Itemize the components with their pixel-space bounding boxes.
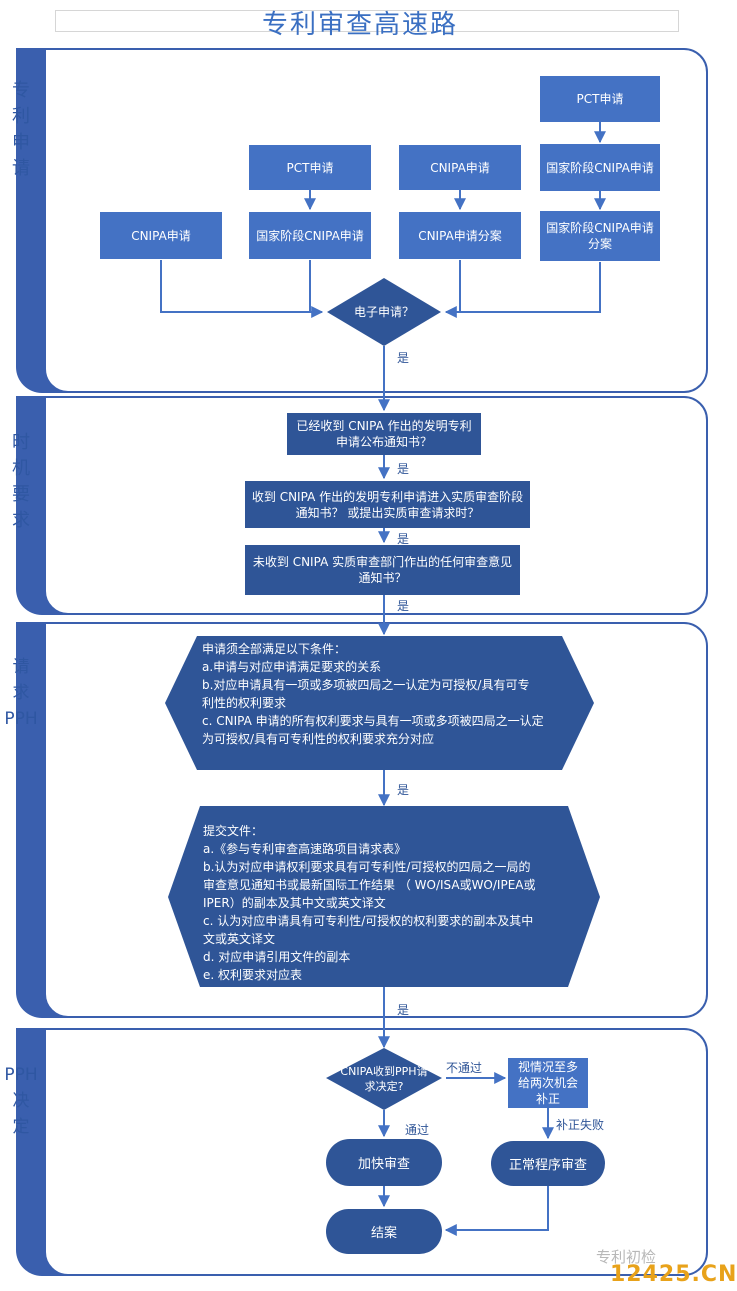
doc-line: 审查意见通知书或最新国际工作结果 （ WO/ISA或WO/IPEA或: [203, 878, 536, 892]
label-correction-failed: 补正失败: [556, 1118, 605, 1132]
hex-conditions: [165, 636, 594, 770]
label-yes-timing-3: 是: [397, 599, 410, 613]
box-national-phase-4: 国家阶段CNIPA申请: [540, 144, 660, 191]
label-yes-request-2: 是: [397, 1003, 410, 1017]
doc-line: c. 认为对应申请具有可专利性/可授权的权利要求的副本及其中: [203, 914, 534, 928]
watermark-site: 12425.CN: [610, 1262, 737, 1287]
lane-label-request: 请 求 PPH: [4, 657, 38, 729]
cond-line: 利性的权利要求: [202, 696, 287, 710]
title-frame: [55, 10, 679, 32]
label-yes-timing-2: 是: [397, 532, 410, 546]
label-yes-request-1: 是: [397, 783, 410, 797]
doc-line: d. 对应申请引用文件的副本: [203, 950, 351, 964]
cond-line: b.对应申请具有一项或多项被四局之一认定为可授权/具有可专: [202, 678, 530, 692]
box-pct-application-2: PCT申请: [249, 145, 371, 190]
doc-line: e. 权利要求对应表: [203, 968, 303, 982]
flow-connectors: [160, 122, 606, 1236]
watermark-brand: 专利初检: [596, 1248, 657, 1266]
diamond-electronic: [327, 278, 441, 346]
box-cnipa-application: CNIPA申请: [100, 212, 222, 259]
label-yes-apply: 是: [397, 351, 410, 365]
diamond-electronic-label: 电子申请？: [353, 304, 414, 319]
cond-line: 为可授权/具有可专利性的权利要求充分对应: [202, 732, 435, 746]
hex-documents: [168, 806, 600, 987]
cond-line: a.申请与对应申请满足要求的关系: [202, 660, 382, 674]
box-publication-notice: 已经收到 CNIPA 作出的发明专利申请公布通知书？: [287, 413, 481, 455]
doc-line: b.认为对应申请权利要求具有可专利性/可授权的四局之一局的: [203, 860, 531, 874]
pill-accelerated-exam: 加快审查: [326, 1139, 442, 1186]
box-cnipa-divisional: CNIPA申请分案: [399, 212, 521, 259]
box-national-phase-2: 国家阶段CNIPA申请: [249, 212, 371, 259]
lane-label-decision: PPH 决 定: [4, 1065, 38, 1137]
box-national-phase-divisional: 国家阶段CNIPA申请分案: [540, 211, 660, 261]
doc-line: 提交文件：: [203, 824, 264, 838]
cond-line: c. CNIPA 申请的所有权利要求与具有一项或多项被四局之一认定: [202, 714, 544, 728]
page-title: 专利审查高速路: [261, 10, 458, 40]
pill-case-closed: 结案: [326, 1209, 442, 1254]
pill-normal-exam: 正常程序审查: [491, 1141, 605, 1186]
cond-line: 申请须全部满足以下条件：: [202, 642, 347, 656]
label-yes-timing-1: 是: [397, 462, 410, 476]
box-cnipa-application-3: CNIPA申请: [399, 145, 521, 190]
doc-line: 文或英文译文: [203, 932, 276, 946]
label-pass: 通过: [405, 1123, 430, 1137]
label-fail: 不通过: [446, 1061, 483, 1075]
doc-line: IPER）的副本及其中文或英文译文: [203, 896, 386, 910]
documents-text: 提交文件： a.《参与专利审查高速路项目请求表》 b.认为对应申请权利要求具有可…: [203, 822, 573, 984]
doc-line: a.《参与专利审查高速路项目请求表》: [203, 842, 407, 856]
box-substantive-exam-notice: 收到 CNIPA 作出的发明专利申请进入实质审查阶段通知书？ 或提出实质审查请求…: [245, 481, 530, 528]
diamond-pph-decision-label: CNIPA收到PPH请求决定?: [340, 1065, 428, 1093]
box-pct-application-4: PCT申请: [540, 76, 660, 122]
diamond-pph-decision: [326, 1048, 442, 1110]
conditions-text: 申请须全部满足以下条件： a.申请与对应申请满足要求的关系 b.对应申请具有一项…: [202, 640, 567, 748]
lane-label-apply: 专 利 申 请: [12, 80, 30, 179]
box-correction-chance: 视情况至多给两次机会补正: [508, 1058, 588, 1108]
box-no-office-action: 未收到 CNIPA 实质审查部门作出的任何审查意见通知书？: [245, 545, 520, 595]
lane-label-timing: 时 机 要 求: [12, 432, 30, 531]
